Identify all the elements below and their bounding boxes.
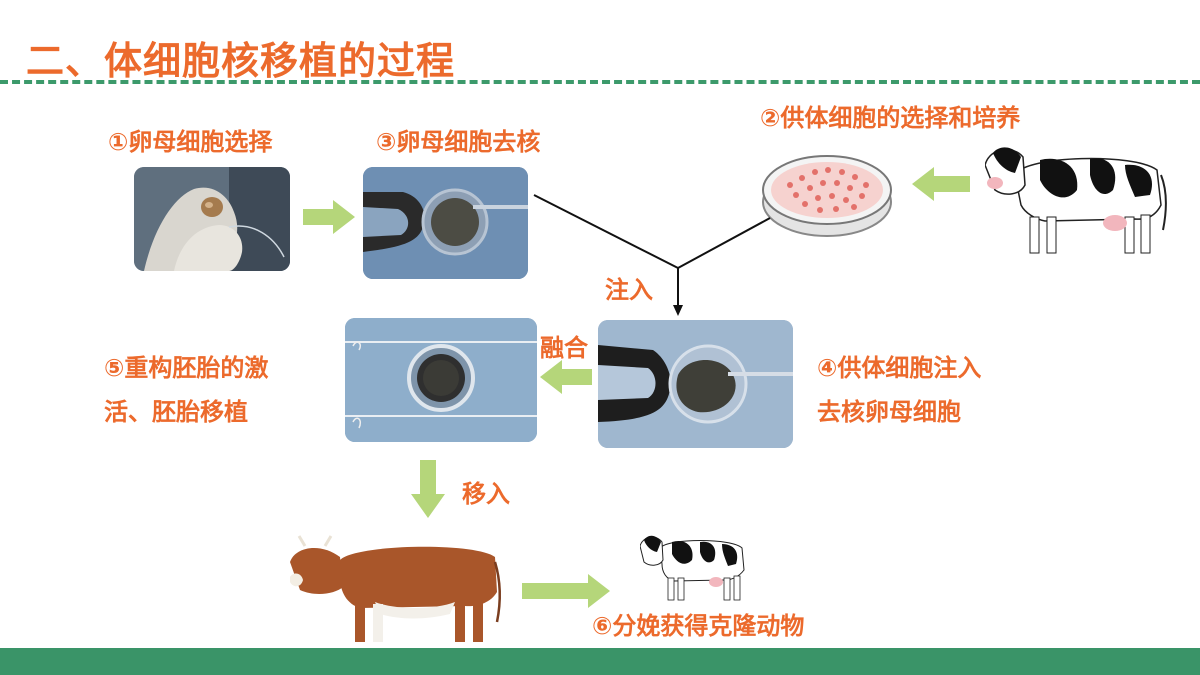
arrow-left-1 [912,167,970,201]
arrow-right-2 [522,574,610,608]
embryo-photo [345,318,537,442]
step4-label-line1: ④供体细胞注入 [817,354,982,382]
egg-selection-photo [134,167,290,271]
transfer-label: 移入 [462,480,510,508]
surrogate-cow-icon [285,532,510,647]
enucleation-photo [363,167,528,279]
inject-label: 注入 [605,276,653,304]
arrow-right-1 [303,200,355,234]
step5-label-line2: 活、胚胎移植 [104,398,248,426]
step3-label: ③卵母细胞去核 [376,128,541,156]
injection-photo [598,320,793,448]
page-title: 二、体细胞核移植的过程 [26,39,456,83]
step2-label: ②供体细胞的选择和培养 [760,104,1021,132]
title-divider [0,80,1200,84]
step4-label-line2: 去核卵母细胞 [817,398,961,426]
arrow-left-2 [540,360,592,394]
step6-label: ⑥分娩获得克隆动物 [592,612,805,640]
arrow-down [411,460,445,518]
petri-dish-icon [760,150,895,240]
inject-connector [520,190,780,320]
fuse-label: 融合 [540,334,588,362]
step5-label-line1: ⑤重构胚胎的激 [104,354,269,382]
step1-label: ①卵母细胞选择 [108,128,273,156]
footer-bar [0,648,1200,675]
donor-cow-icon [985,135,1170,260]
clone-calf-icon [640,530,752,602]
